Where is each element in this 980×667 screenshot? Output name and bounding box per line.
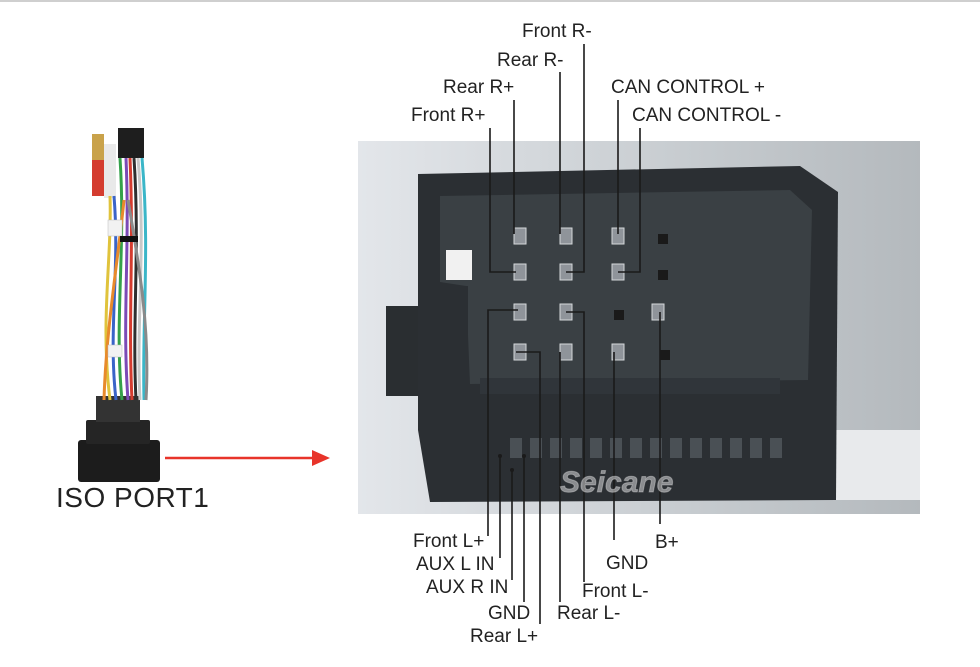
label-can-control-minus: CAN CONTROL - [632, 105, 781, 126]
watermark-text: Seicane [560, 466, 673, 499]
red-arrow-icon [165, 450, 330, 466]
top-divider [0, 0, 980, 2]
label-rear-r-plus: Rear R+ [443, 77, 514, 98]
label-rear-l-plus: Rear L+ [470, 626, 538, 647]
label-aux-l-in: AUX L IN [416, 554, 495, 575]
connector-pins [513, 227, 665, 361]
label-front-r-minus: Front R- [522, 21, 592, 42]
label-rear-l-minus: Rear L- [557, 603, 620, 624]
leader-lines [487, 44, 661, 624]
iso-port-label: ISO PORT1 [56, 482, 210, 513]
label-rear-r-minus: Rear R- [497, 50, 564, 71]
label-front-l-plus: Front L+ [413, 531, 484, 552]
label-front-r-plus: Front R+ [411, 105, 485, 126]
harness-plug [78, 440, 160, 482]
label-aux-r-in: AUX R IN [426, 577, 508, 598]
label-front-l-minus: Front L- [582, 581, 649, 602]
label-b-plus: B+ [655, 532, 679, 553]
label-can-control-plus: CAN CONTROL + [611, 77, 765, 98]
label-gnd-right: GND [606, 553, 648, 574]
label-gnd-left: GND [488, 603, 530, 624]
